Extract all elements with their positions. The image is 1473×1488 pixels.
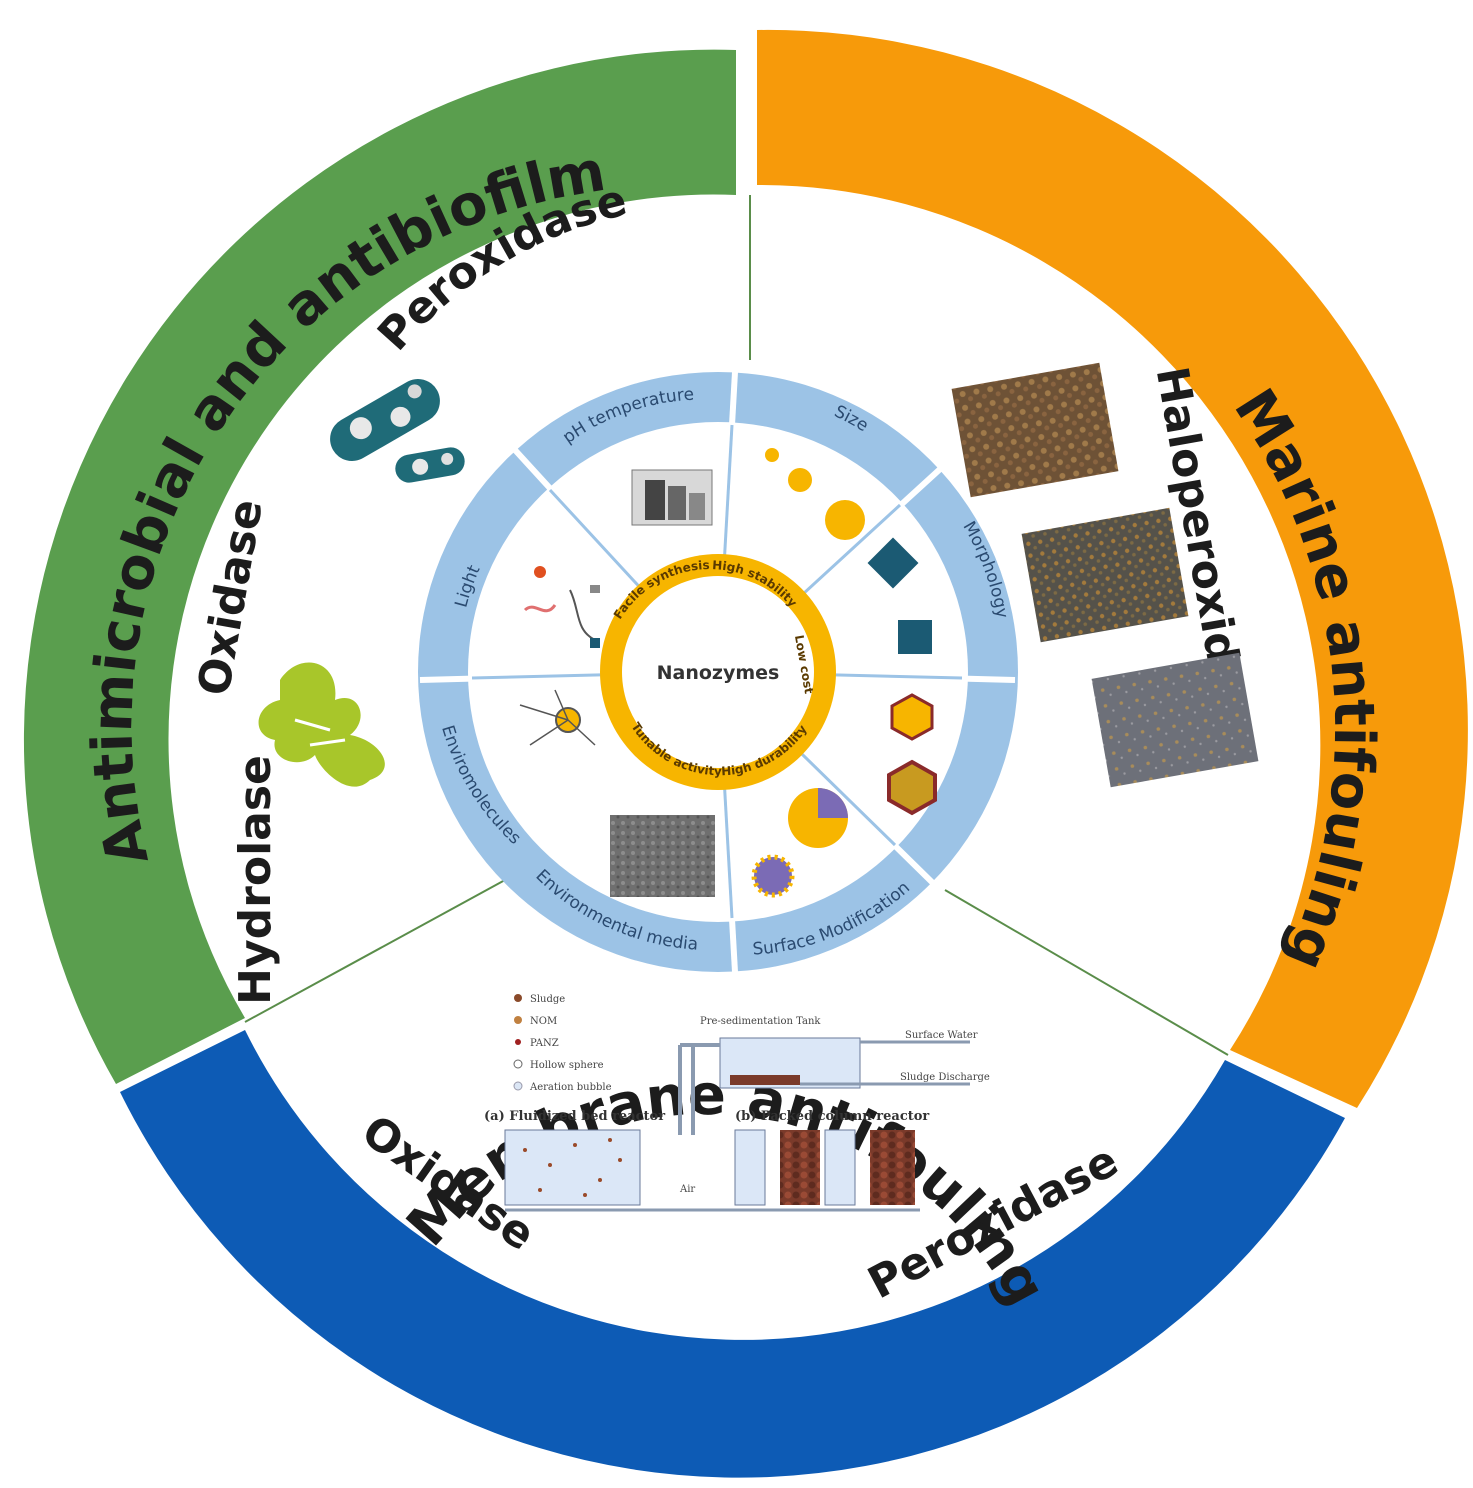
- environmental-media-image: [610, 815, 715, 897]
- sector-dividers: [244, 195, 1229, 1056]
- morphology-shapes: [867, 537, 932, 654]
- reactor-a-title: (a) Fluidized bed reactor: [484, 1109, 665, 1124]
- light-icon: [523, 566, 600, 648]
- biofilm-illustration: [258, 662, 385, 787]
- outer-sector-membrane: Membrane antifouling: [120, 1030, 1345, 1478]
- reactor-legend: Sludge NOM PANZ Hollow sphere Aeration b…: [513, 994, 612, 1093]
- core-title: Nanozymes: [657, 662, 780, 684]
- svg-text:NOM: NOM: [530, 1016, 557, 1027]
- packed-column-1: [780, 1130, 820, 1205]
- svg-text:PANZ: PANZ: [530, 1038, 559, 1049]
- ph-temperature-plot: [631, 469, 713, 526]
- outer-sector-green-band: [23, 49, 736, 1084]
- tank-outlet: Sludge Discharge: [900, 1072, 990, 1083]
- reactor-schematic: Sludge NOM PANZ Hollow sphere Aeration b…: [484, 994, 990, 1212]
- fluidized-bed-tank: [504, 1129, 641, 1206]
- surface-modification-icons: [751, 788, 848, 898]
- air-label: Air: [679, 1184, 695, 1195]
- bacteria-illustration: [330, 379, 465, 483]
- tank-title: Pre-sedimentation Tank: [700, 1016, 821, 1027]
- outer-sector-blue-band: [120, 1030, 1345, 1478]
- nanozyme-core: Nanozymes High stability Facile synthesi…: [600, 554, 836, 790]
- svg-text:Aeration bubble: Aeration bubble: [529, 1082, 612, 1093]
- packed-column-2: [870, 1130, 915, 1205]
- tank-inlet: Surface Water: [905, 1030, 978, 1041]
- size-particles: [765, 448, 865, 540]
- svg-text:Hollow sphere: Hollow sphere: [530, 1060, 604, 1071]
- outer-sector-orange-band: [757, 29, 1468, 1109]
- particle-shapes: [887, 693, 937, 816]
- enviromolecules-icon: [519, 689, 596, 746]
- label-hydrolase: Hydrolase: [230, 755, 281, 1005]
- marine-sem-images: [951, 362, 1259, 788]
- reactor-b-title: (b) Packed column reactor: [735, 1109, 929, 1124]
- svg-text:Sludge: Sludge: [530, 994, 565, 1005]
